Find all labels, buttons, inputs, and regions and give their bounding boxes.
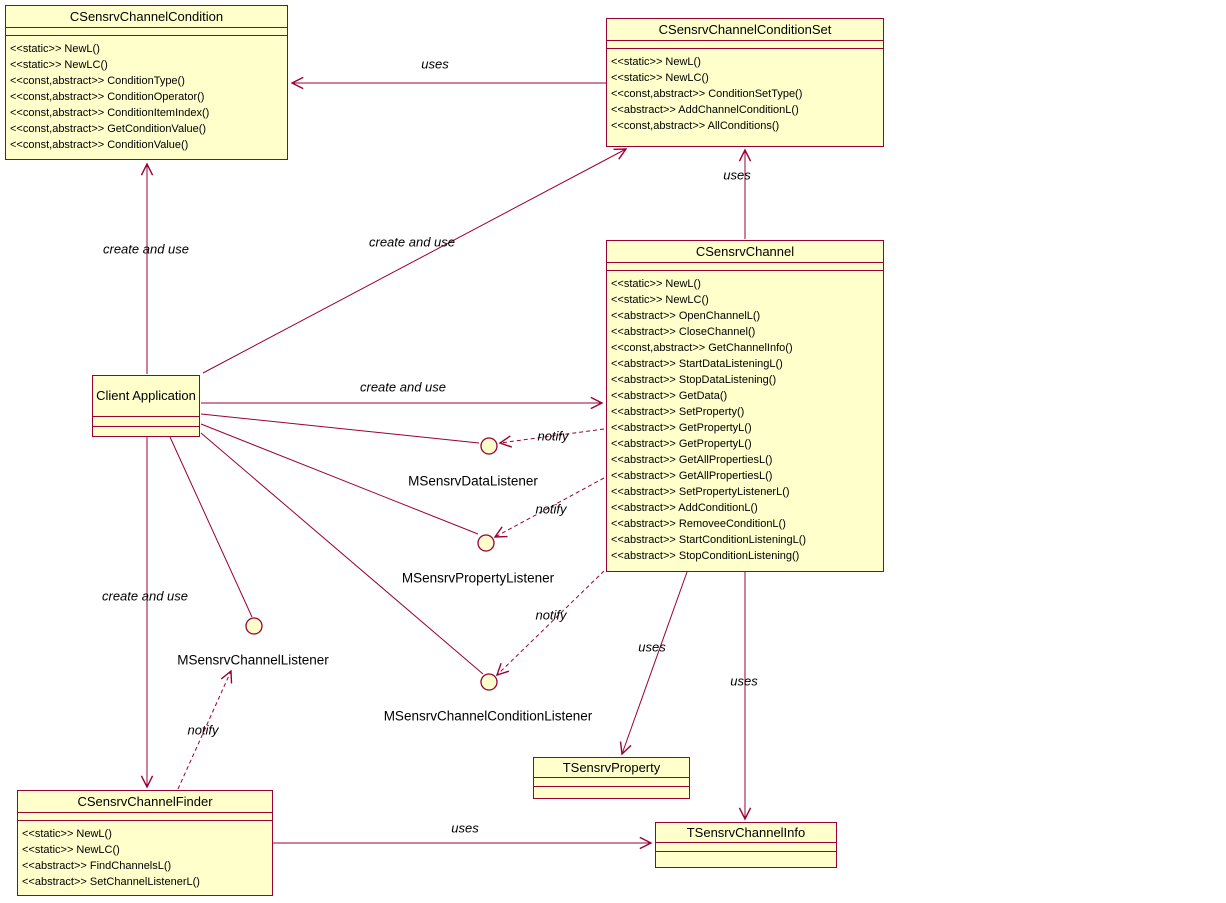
interface-label-property-listener: MSensrvPropertyListener [401,570,555,586]
edge-label-notify-property: notify [535,501,567,517]
class-method: <<static>> NewLC() [611,294,709,306]
class-method: <<abstract>> GetPropertyL() [611,422,752,434]
edge-label-uses-conditionset: uses [723,167,751,183]
class-method: <<abstract>> SetChannelListenerL() [22,876,200,888]
lollipop-channel-condition-listener [480,673,498,691]
edge-label-create-and-use-channel: create and use [359,379,447,395]
class-method: <<abstract>> StartDataListeningL() [611,358,783,370]
edge-client-to-propertylistener [200,423,479,535]
attributes-compartment [93,417,199,427]
class-title: TSensrvProperty [534,758,689,778]
interface-label-channel-condition-listener: MSensrvChannelConditionListener [383,708,593,724]
class-method: <<abstract>> RemoveeConditionL() [611,518,786,530]
class-method: <<abstract>> SetPropertyListenerL() [611,486,790,498]
edge-label-uses-condition: uses [421,56,449,72]
class-method: <<abstract>> StartConditionListeningL() [611,534,807,546]
methods-compartment [656,852,836,860]
class-method: <<const,abstract>> ConditionItemIndex() [10,107,210,119]
edge-channel-uses-property [622,571,688,754]
class-method: <<abstract>> GetData() [611,390,728,402]
class-method: <<static>> NewLC() [611,72,709,84]
class-method: <<abstract>> GetAllPropertiesL() [611,454,773,466]
edge-client-to-conditionlistener [200,432,484,675]
class-method: <<abstract>> CloseChannel() [611,326,756,338]
class-method: <<const,abstract>> AllConditions() [611,120,780,132]
edge-client-createuse-conditionset [202,149,626,374]
class-method: <<abstract>> AddChannelConditionL() [611,104,799,116]
class-tsensrvchannelinfo: TSensrvChannelInfo [655,822,837,868]
interface-label-channel-listener: MSensrvChannelListener [177,652,329,668]
class-method: <<const,abstract>> GetChannelInfo() [611,342,793,354]
class-method: <<abstract>> AddConditionL() [611,502,758,514]
class-tsensrvproperty: TSensrvProperty [533,757,690,799]
attributes-compartment [607,41,883,49]
edge-channel-notify-conditionlistener [497,570,605,675]
class-csensrvchannelconditionset: CSensrvChannelConditionSet <<static>> Ne… [606,18,884,147]
class-method: <<abstract>> SetProperty() [611,406,745,418]
class-title: Client Application [93,376,199,417]
methods-compartment: <<static>> NewL() <<static>> NewLC() <<con… [6,36,287,159]
interface-label-data-listener: MSensrvDataListener [408,473,538,489]
class-method: <<const,abstract>> ConditionValue() [10,139,189,151]
edge-channel-notify-datalistener [500,428,605,443]
class-method: <<abstract>> GetPropertyL() [611,438,752,450]
attributes-compartment [534,778,689,787]
edge-label-uses-finder-channelinfo: uses [451,820,479,836]
class-method: <<const,abstract>> ConditionSetType() [611,88,803,100]
lollipop-channel-listener [245,617,263,635]
class-method: <<abstract>> GetAllPropertiesL() [611,470,773,482]
class-method: <<const,abstract>> ConditionOperator() [10,91,205,103]
edge-client-to-datalistener [200,413,480,444]
class-csensrvchannel: CSensrvChannel <<static>> NewL()<<static… [606,240,884,572]
class-csensrvchannelfinder: CSensrvChannelFinder <<static>> NewL()<<… [17,790,273,896]
edge-label-uses-channelinfo: uses [730,673,758,689]
methods-compartment: <<static>> NewL() <<static>> NewLC() <<abs… [18,821,272,895]
lollipop-property-listener [477,534,495,552]
class-method: <<static>> NewL() [10,43,100,55]
class-method: <<static>> NewL() [611,278,701,290]
class-title: CSensrvChannelCondition [6,6,287,28]
class-title: CSensrvChannel [607,241,883,263]
methods-compartment: <<static>> NewL() <<static>> NewLC() <<con… [607,49,883,146]
class-method: <<static>> NewL() [611,56,701,68]
class-method: <<const,abstract>> ConditionType() [10,75,185,87]
methods-compartment: <<static>> NewL() <<static>> NewLC() <<abs… [607,271,883,571]
class-title: CSensrvChannelFinder [18,791,272,813]
class-method: <<abstract>> StopConditionListening() [611,550,800,562]
class-csensrvchannelcondition: CSensrvChannelCondition <<static>> NewL(… [5,5,288,160]
class-method: <<static>> NewLC() [22,844,120,856]
edge-label-create-and-use-finder: create and use [101,588,189,604]
class-title: TSensrvChannelInfo [656,823,836,843]
methods-compartment [534,787,689,795]
attributes-compartment [656,843,836,852]
edge-finder-notify-channellistener [177,671,231,790]
class-method: <<abstract>> StopDataListening() [611,374,777,386]
edge-label-notify-condition: notify [535,607,567,623]
edge-client-to-channellistener [169,436,253,618]
lollipop-data-listener [480,437,498,455]
class-method: <<const,abstract>> GetConditionValue() [10,123,207,135]
methods-compartment [93,427,199,436]
edge-label-notify-channel: notify [187,722,219,738]
attributes-compartment [607,263,883,271]
edge-label-create-and-use-conditionset: create and use [368,234,456,250]
class-method: <<abstract>> FindChannelsL() [22,860,172,872]
attributes-compartment [18,813,272,821]
edge-label-uses-property: uses [638,639,666,655]
attributes-compartment [6,28,287,36]
edge-label-notify-data: notify [537,428,569,444]
class-method: <<static>> NewL() [22,828,112,840]
class-method: <<static>> NewLC() [10,59,108,71]
class-title: CSensrvChannelConditionSet [607,19,883,41]
class-client-application: Client Application [92,375,200,437]
class-method: <<abstract>> OpenChannelL() [611,310,761,322]
edge-label-create-and-use-condition: create and use [102,241,190,257]
